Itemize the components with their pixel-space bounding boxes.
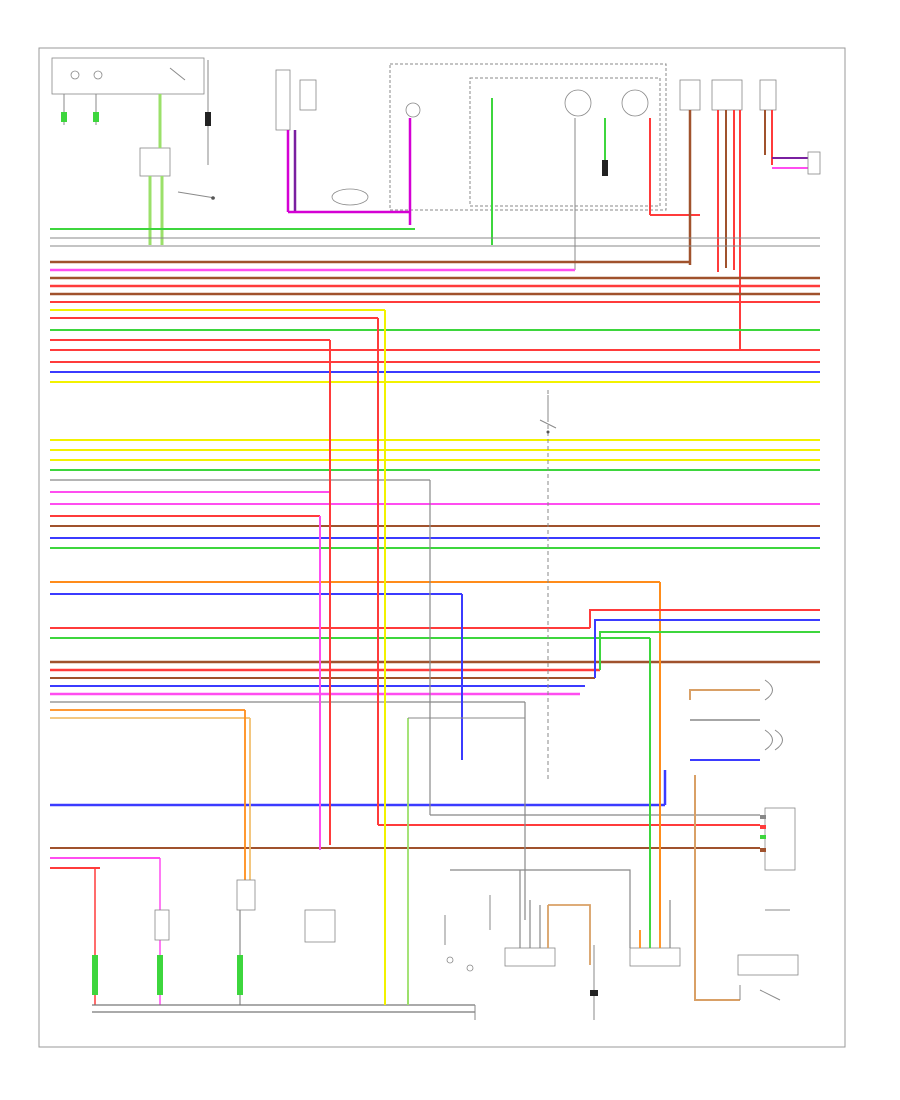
ecm-left-connector bbox=[450, 869, 631, 967]
left-junction bbox=[92, 858, 170, 1005]
right-connector-stubs bbox=[760, 815, 766, 852]
instrument-cluster bbox=[389, 63, 700, 270]
ecm-right-connector bbox=[629, 900, 681, 967]
seat-belt-buckle bbox=[679, 79, 821, 350]
right-module bbox=[764, 807, 796, 871]
radio-connector bbox=[275, 69, 410, 214]
lower-junction bbox=[236, 879, 336, 1005]
front-sensors bbox=[444, 909, 799, 976]
seat-belt-switch bbox=[539, 395, 557, 434]
ground-point bbox=[590, 945, 598, 1020]
diagram-border bbox=[38, 47, 846, 1048]
vertical-runs bbox=[244, 310, 820, 1001]
ground-bus bbox=[92, 989, 781, 1020]
ignition-switch bbox=[51, 57, 205, 125]
bus-lines bbox=[50, 228, 820, 869]
brake-switch bbox=[764, 679, 783, 751]
fuse bbox=[177, 60, 216, 200]
starter-relay bbox=[139, 94, 171, 245]
